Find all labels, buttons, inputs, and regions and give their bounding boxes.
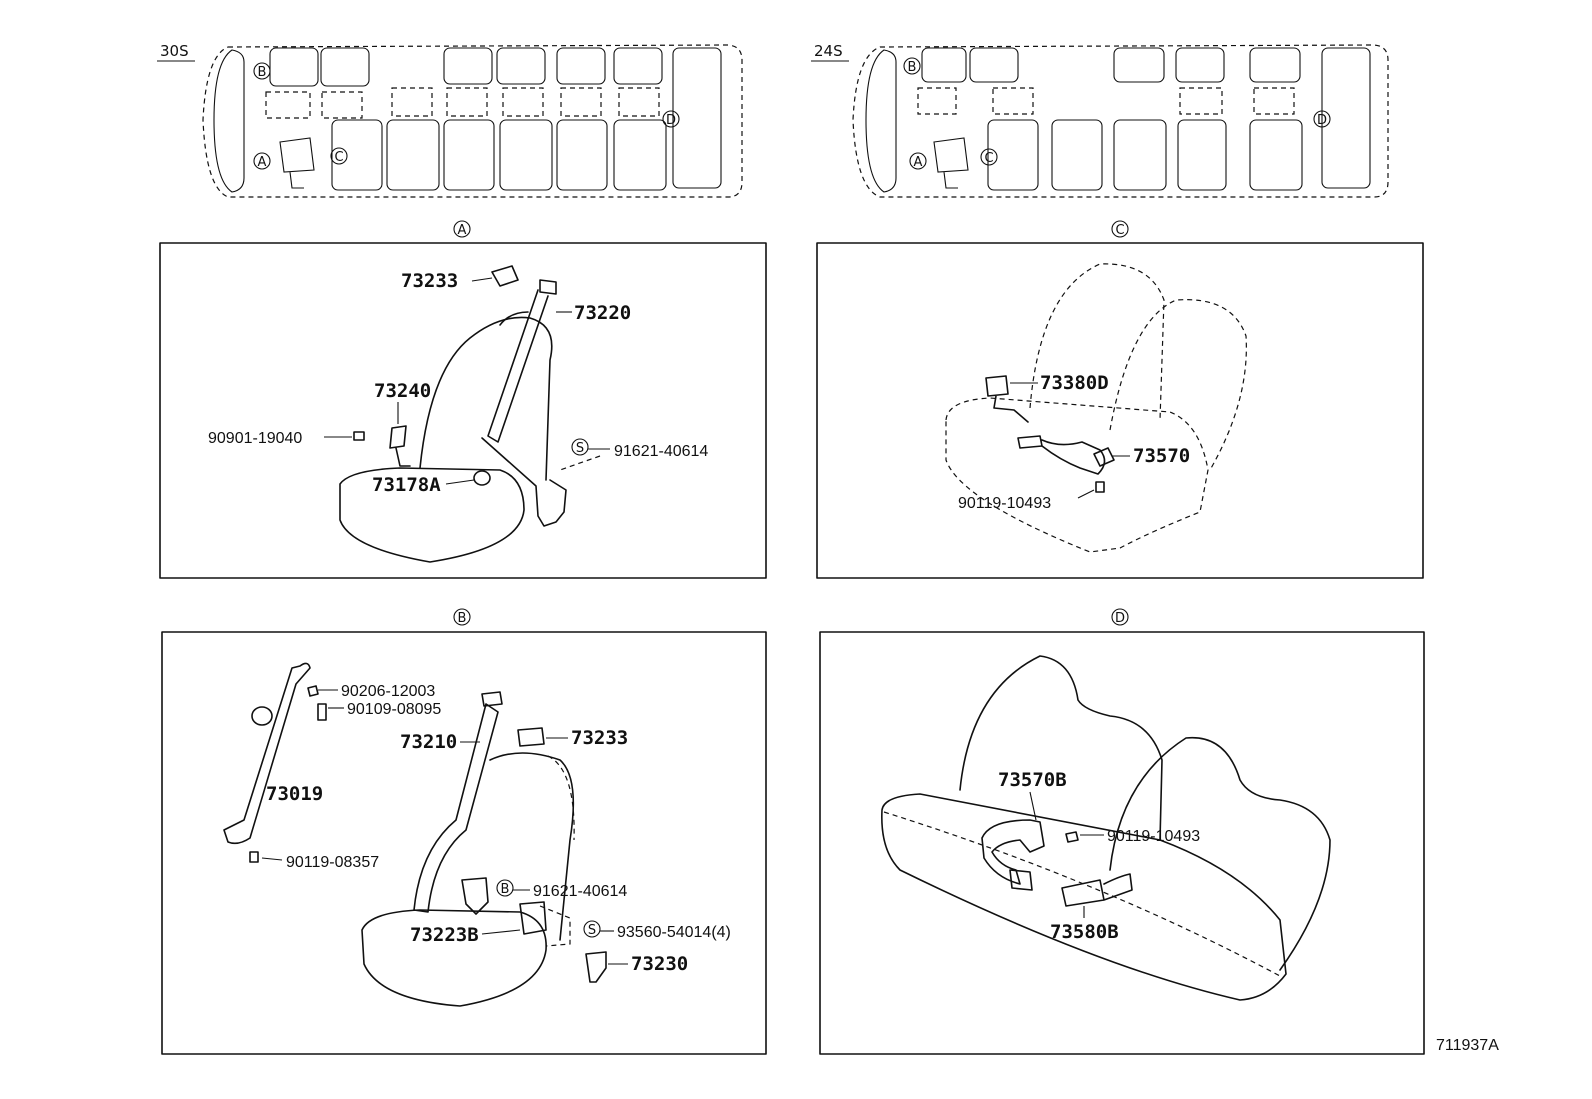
layout-marker: C [984,151,993,166]
layout-marker: A [914,155,923,170]
layout-24s: 24S B A C D [811,42,1389,198]
seat-grid [917,47,1371,191]
leader-line [261,857,283,861]
marker-circle [662,110,680,128]
part-number: 73570 [1133,445,1190,467]
marker-circle [980,148,998,166]
marker: B [501,882,510,897]
windshield [865,49,897,193]
marker-circle [903,57,921,75]
part-number: 90206-12003 [341,683,435,700]
marker-circle [496,879,514,897]
part-number: 73233 [401,270,458,292]
marker-circle [253,152,271,170]
layout-label: 30S [160,42,189,60]
bus-outline [202,44,743,198]
diagram-code: 711937A [1436,1037,1499,1054]
part-number: 73240 [374,380,431,402]
seat-illustration [339,265,567,563]
panel-b: B 90206-12003 90109-08095 73210 73233 73 [161,608,767,1055]
part-number: 73570B [998,769,1067,791]
part-number: 90119-08357 [286,854,379,871]
seat-illustration [945,263,1247,553]
panel-id-circle [453,608,471,626]
part-number: 73223B [410,924,479,946]
layout-marker: D [1317,113,1327,128]
part-number: 73380D [1040,372,1109,394]
panel-frame [159,242,767,579]
part-number: 91621-40614 [614,443,708,460]
layout-marker: D [666,113,676,128]
panel-id: D [1115,611,1125,626]
layout-marker: B [258,65,267,80]
marker-circle [583,920,601,938]
panel-a: A 73233 73220 73240 90901-19040 S 91621-… [159,220,767,579]
part-number: 90109-08095 [347,701,441,718]
part-number: 73019 [266,783,323,805]
panel-id: B [458,611,467,626]
part-number: 73220 [574,302,631,324]
seat-illustration [223,662,607,1007]
panel-c: C 73380D 73570 90119-10493 [816,220,1424,579]
marker: S [588,923,596,938]
marker-circle [909,152,927,170]
panel-id-circle [453,220,471,238]
seat-grid [265,47,722,191]
layout-marker: A [258,155,267,170]
part-number: 91621-40614 [533,883,627,900]
marker-circle [253,62,271,80]
panel-frame [161,631,767,1055]
part-number: 90119-10493 [958,495,1051,512]
marker: S [576,441,584,456]
leader-line [445,479,475,485]
panel-frame [819,631,1425,1055]
part-number: 73580B [1050,921,1119,943]
part-number: 73178A [372,474,441,496]
part-number: 73233 [571,727,628,749]
leader-line [471,277,493,282]
part-number: 73230 [631,953,688,975]
seat-illustration [881,655,1331,1001]
leader-line [1077,489,1095,499]
part-number: 90901-19040 [208,430,302,447]
panel-frame [816,242,1424,579]
part-number: 90119-10493 [1107,828,1200,845]
windshield [213,49,245,193]
marker-circle [571,438,589,456]
leader-line [481,929,521,935]
layout-marker: C [334,150,343,165]
marker-circle [330,147,348,165]
leader-line [1029,791,1037,821]
bus-outline [852,44,1389,198]
panel-d: D 73570B 90119-10493 73580B [819,608,1425,1055]
panel-id: A [458,223,467,238]
layout-marker: B [908,60,917,75]
leader-line [559,455,601,471]
panel-id: C [1115,223,1124,238]
layout-30s: 30S B A [157,42,743,198]
part-number: 73210 [400,731,457,753]
panel-id-circle [1111,608,1129,626]
marker-circle [1313,110,1331,128]
layout-label: 24S [814,42,843,60]
panel-id-circle [1111,220,1129,238]
part-number: 93560-54014(4) [617,924,731,941]
